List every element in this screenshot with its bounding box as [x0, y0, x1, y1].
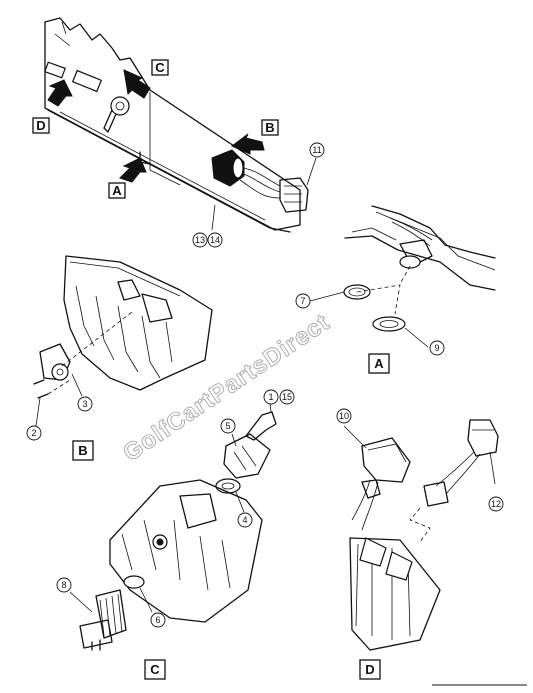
callout-14: 14: [207, 232, 223, 248]
callout-9: 9: [429, 340, 445, 356]
key-1: [245, 411, 277, 441]
svg-text:10: 10: [339, 411, 349, 421]
svg-text:8: 8: [61, 580, 66, 590]
hour-meter-10: [361, 437, 411, 483]
svg-text:1: 1: [268, 392, 273, 402]
svg-text:C: C: [150, 662, 160, 677]
switch-5: [223, 433, 271, 479]
view-label-c: C: [144, 659, 166, 680]
callout-15: 15: [279, 389, 295, 405]
callout-4: 4: [237, 512, 253, 528]
svg-text:4: 4: [242, 515, 247, 525]
callout-7: 7: [295, 293, 311, 309]
svg-text:6: 6: [155, 615, 160, 625]
key-switch: [110, 96, 130, 116]
view-label-a: A: [368, 353, 390, 374]
view-label-b-top: B: [261, 119, 279, 136]
callout-11: 11: [309, 142, 325, 158]
arrow-a: [119, 157, 147, 183]
callout-13: 13: [192, 232, 208, 248]
callout-2: 2: [26, 425, 42, 441]
watermark-text: GolfCartPartsDirect: [118, 309, 335, 467]
arrow-d: [47, 79, 73, 107]
svg-text:11: 11: [312, 145, 321, 155]
view-b-detail: [33, 255, 213, 427]
svg-text:A: A: [374, 356, 384, 371]
view-d-detail: [343, 419, 499, 651]
svg-text:D: D: [365, 662, 374, 677]
connector-12: [467, 419, 499, 457]
svg-text:15: 15: [282, 392, 292, 402]
svg-text:9: 9: [434, 343, 439, 353]
nut-4: [215, 478, 241, 494]
callout-8: 8: [56, 577, 72, 593]
svg-text:D: D: [36, 118, 45, 133]
view-label-b: B: [72, 440, 94, 461]
svg-text:2: 2: [31, 428, 36, 438]
callout-12: 12: [488, 496, 504, 512]
callout-1: 1: [263, 389, 279, 405]
svg-text:A: A: [112, 183, 122, 198]
view-a-detail: [309, 205, 496, 348]
dash-panel-overview: [44, 17, 317, 233]
svg-text:3: 3: [82, 399, 87, 409]
panel-slot-left: [44, 61, 66, 79]
view-c-detail: [69, 403, 277, 651]
panel-slot-right: [71, 69, 103, 93]
svg-text:B: B: [78, 443, 87, 458]
view-label-d: D: [359, 659, 381, 680]
svg-text:B: B: [265, 120, 274, 135]
callout-10: 10: [336, 408, 352, 424]
callout-5: 5: [220, 418, 236, 434]
view-label-a-top: A: [108, 182, 126, 199]
cylinder-8: [95, 589, 127, 639]
washer-9: [372, 316, 406, 332]
svg-text:13: 13: [195, 235, 205, 245]
view-label-c-top: C: [151, 59, 169, 76]
arrow-b: [231, 133, 265, 155]
arrow-c: [123, 69, 151, 99]
svg-text:14: 14: [210, 235, 220, 245]
svg-text:7: 7: [300, 296, 305, 306]
svg-text:12: 12: [491, 499, 501, 509]
svg-text:C: C: [155, 60, 165, 75]
callout-3: 3: [77, 396, 93, 412]
connector-11: [279, 177, 309, 213]
callout-6: 6: [150, 612, 166, 628]
washer-6: [123, 575, 145, 589]
view-label-d-top: D: [32, 117, 50, 134]
svg-text:5: 5: [225, 421, 230, 431]
